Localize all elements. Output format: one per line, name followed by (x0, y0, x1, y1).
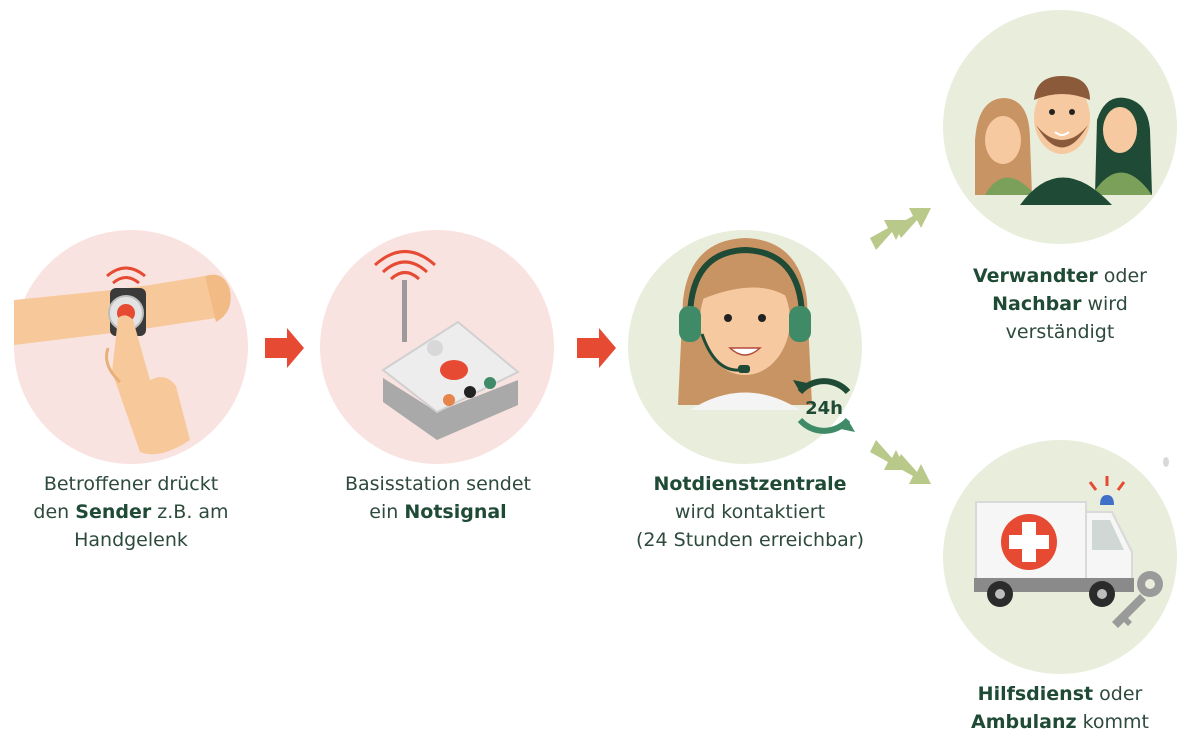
base-station-icon (373, 250, 520, 440)
caption-sender-line1: Betroffener drückt (43, 473, 219, 495)
caption-ambulance-line1-post: oder (1093, 683, 1143, 705)
caption-relatives-line2: Nachbar wird (950, 290, 1170, 318)
caption-center-line3: (24 Stunden erreichbar) (636, 529, 864, 551)
arrow-right-icon (577, 328, 616, 368)
caption-ambulance-bold2: Ambulanz (970, 711, 1077, 733)
caption-ambulance-line1: Hilfsdienst oder (950, 680, 1170, 708)
caption-sender-line3: Handgelenk (74, 529, 188, 551)
caption-base: Basisstation sendet ein Notsignal (323, 470, 553, 526)
caption-relatives-line3: verständigt (1005, 321, 1115, 343)
24h-badge: 24h (793, 378, 855, 434)
key-icon (1112, 571, 1163, 628)
caption-relatives-line1: Verwandter oder (950, 262, 1170, 290)
caption-sender-bold: Sender (75, 501, 152, 523)
caption-ambulance: Hilfsdienst oder Ambulanz kommt (950, 680, 1170, 736)
double-arrow-up-icon (870, 208, 931, 250)
caption-center: Notdienstzentrale wird kontaktiert (24 S… (615, 470, 885, 554)
caption-base-line1: Basisstation sendet (344, 473, 531, 495)
step-sender-illustration (14, 230, 248, 464)
caption-relatives-bold2: Nachbar (992, 293, 1082, 315)
caption-relatives-bold1: Verwandter (973, 265, 1098, 287)
headset-operator-icon (678, 238, 812, 410)
caption-center-line1: Notdienstzentrale (615, 470, 885, 498)
step-center-illustration: 24h (628, 230, 862, 464)
step-base-illustration (320, 230, 554, 464)
caption-sender-line2: den Sender z.B. am (16, 498, 246, 526)
wrist-button-icon (14, 266, 231, 455)
ambulance-icon (974, 476, 1163, 628)
caption-relatives: Verwandter oder Nachbar wird verständigt (950, 262, 1170, 346)
caption-ambulance-line2: Ambulanz kommt (950, 708, 1170, 736)
decoration-dot (1163, 457, 1169, 467)
24h-label: 24h (805, 398, 843, 419)
caption-base-bold: Notsignal (404, 501, 507, 523)
caption-relatives-line1-post: oder (1097, 265, 1147, 287)
caption-sender-line2-pre: den (33, 501, 76, 523)
caption-center-bold: Notdienstzentrale (653, 473, 847, 495)
family-icon (975, 76, 1152, 205)
caption-ambulance-line2-post: kommt (1076, 711, 1150, 733)
arrow-right-icon (265, 328, 304, 368)
caption-sender-line2-post: z.B. am (151, 501, 229, 523)
caption-base-line2: ein Notsignal (323, 498, 553, 526)
caption-base-line2-pre: ein (369, 501, 405, 523)
step-relatives-illustration (943, 10, 1177, 244)
caption-sender: Betroffener drückt den Sender z.B. am Ha… (16, 470, 246, 554)
step-ambulance-illustration (943, 440, 1177, 674)
double-arrow-down-icon (870, 440, 931, 484)
caption-relatives-line2-post: wird (1081, 293, 1128, 315)
caption-ambulance-bold1: Hilfsdienst (977, 683, 1094, 705)
caption-center-line2: wird kontaktiert (674, 501, 826, 523)
